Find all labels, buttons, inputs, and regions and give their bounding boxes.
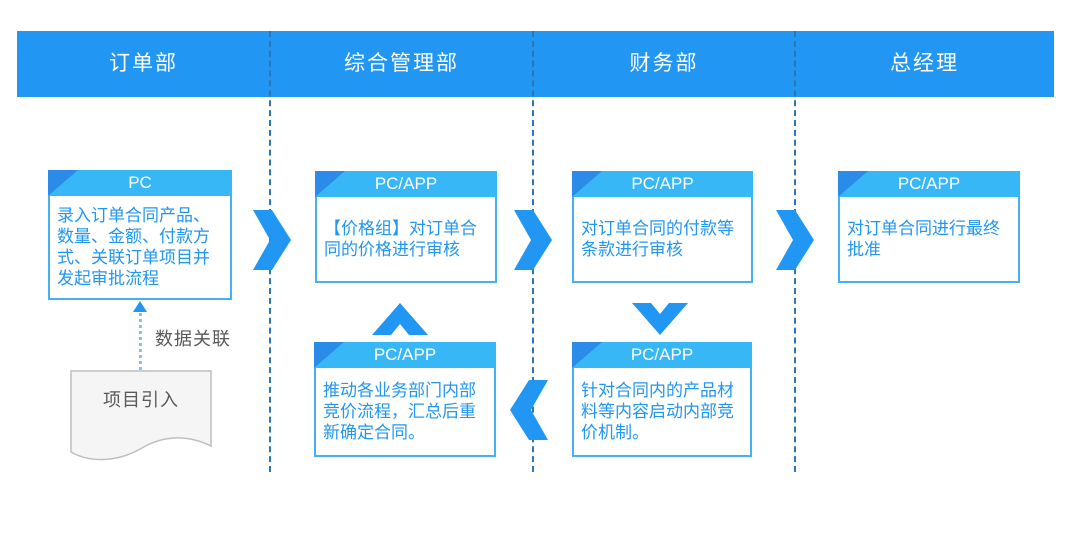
box-price-review: PC/APP 【价格组】对订单合同的价格进行审核 — [315, 171, 497, 283]
chevron-right-icon — [514, 210, 552, 270]
box-device-header: PC/APP — [315, 171, 497, 197]
box-order-entry: PC 录入订单合同产品、数量、金额、付款方式、关联订单项目并发起审批流程 — [48, 170, 232, 300]
lane-title-general-manager: 总经理 — [890, 52, 959, 75]
department-header-bar — [17, 31, 1054, 97]
box-text: 针对合同内的产品材料等内容启动内部竞价机制。 — [581, 381, 734, 442]
box-payment-review: PC/APP 对订单合同的付款等条款进行审核 — [572, 171, 753, 283]
box-description: 录入订单合同产品、数量、金额、付款方式、关联订单项目并发起审批流程 — [48, 196, 232, 300]
box-bidding-summary: PC/APP 推动各业务部门内部竞价流程，汇总后重新确定合同。 — [314, 342, 496, 457]
arrow-up-small-icon — [133, 301, 147, 312]
corner-fold-icon — [48, 170, 78, 196]
box-description: 对订单合同进行最终批准 — [838, 197, 1020, 283]
box-description: 【价格组】对订单合同的价格进行审核 — [315, 197, 497, 283]
device-label: PC/APP — [373, 345, 437, 364]
box-description: 对订单合同的付款等条款进行审核 — [572, 197, 753, 283]
box-device-header: PC/APP — [572, 342, 752, 368]
box-text: 对订单合同的付款等条款进行审核 — [581, 219, 734, 259]
box-device-header: PC/APP — [314, 342, 496, 368]
lane-title-finance-dept: 财务部 — [629, 52, 699, 75]
device-label: PC/APP — [897, 174, 961, 193]
box-description: 推动各业务部门内部竞价流程，汇总后重新确定合同。 — [314, 368, 496, 457]
data-link-label: 数据关联 — [155, 329, 231, 349]
chevron-left-icon — [510, 380, 548, 440]
corner-fold-icon — [572, 171, 602, 197]
corner-fold-icon — [314, 342, 344, 368]
chevron-right-icon — [776, 210, 814, 270]
box-text: 对订单合同进行最终批准 — [847, 219, 1000, 259]
corner-fold-icon — [572, 342, 602, 368]
box-text: 【价格组】对订单合同的价格进行审核 — [324, 219, 477, 259]
box-text: 推动各业务部门内部竞价流程，汇总后重新确定合同。 — [323, 381, 476, 442]
lane-title-admin-dept: 综合管理部 — [344, 52, 459, 75]
box-text: 录入订单合同产品、数量、金额、付款方式、关联订单项目并发起审批流程 — [57, 206, 210, 288]
device-label: PC/APP — [374, 174, 438, 193]
box-description: 针对合同内的产品材料等内容启动内部竞价机制。 — [572, 368, 752, 457]
device-label: PC/APP — [630, 345, 694, 364]
box-device-header: PC/APP — [572, 171, 753, 197]
chevron-up-icon — [372, 303, 428, 335]
lane-title-order-dept: 订单部 — [109, 52, 178, 75]
box-device-header: PC/APP — [838, 171, 1020, 197]
device-label: PC/APP — [631, 174, 694, 193]
document-shape-icon — [70, 370, 212, 461]
corner-fold-icon — [838, 171, 868, 197]
chevron-down-icon — [632, 303, 688, 335]
document-label: 项目引入 — [103, 390, 179, 410]
box-device-header: PC — [48, 170, 232, 196]
corner-fold-icon — [315, 171, 345, 197]
chevron-right-icon — [253, 210, 291, 270]
device-label: PC — [128, 173, 152, 192]
box-final-approval: PC/APP 对订单合同进行最终批准 — [838, 171, 1020, 283]
box-bidding-launch: PC/APP 针对合同内的产品材料等内容启动内部竞价机制。 — [572, 342, 752, 457]
dotted-connector — [139, 313, 142, 370]
